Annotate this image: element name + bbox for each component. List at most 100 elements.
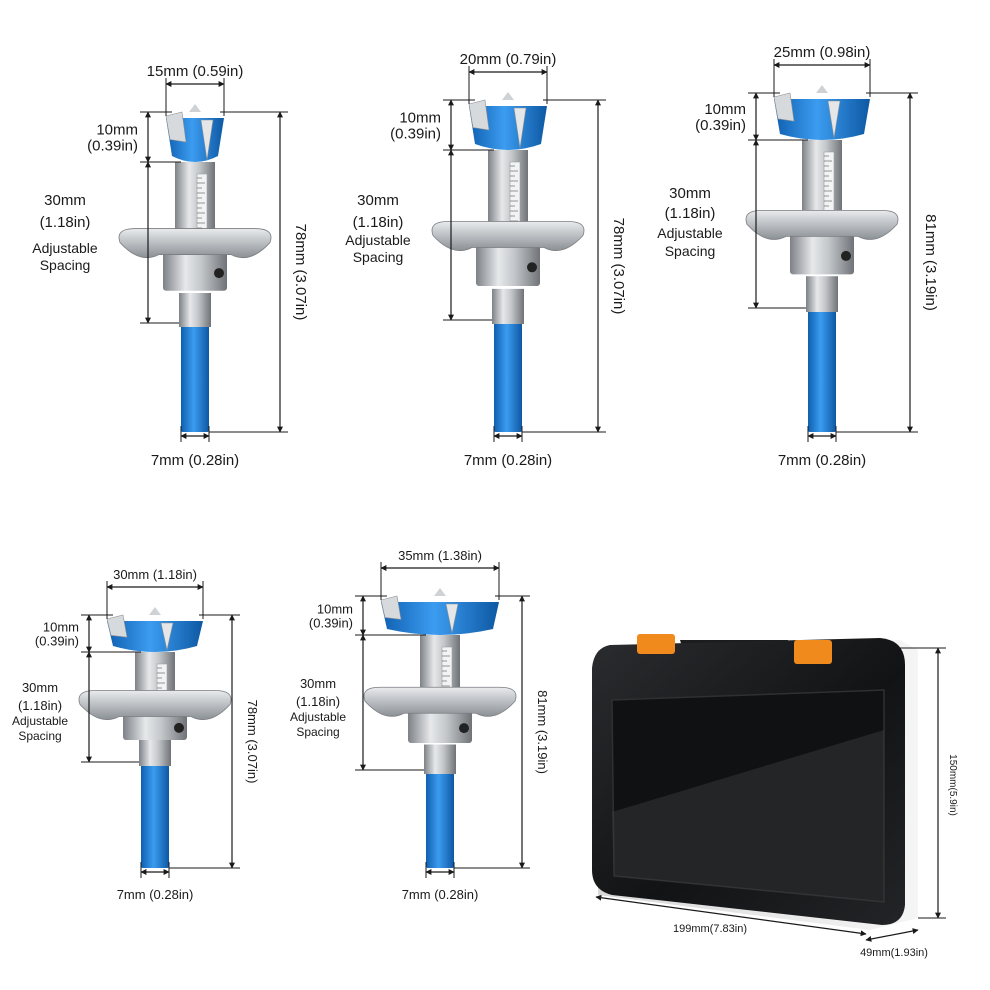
spacing-mm-label: 30mm [669,185,711,202]
shank [141,762,169,868]
depth-collar [163,250,227,291]
depth-stop-wing [431,221,585,251]
spacing-in-label: (1.18in) [353,214,404,231]
head-height-in-label: (0.39in) [309,616,353,631]
drill-bit-2: 20mm (0.79in) 10mm(0.39in) 30mm (1.18in)Adj… [345,51,627,469]
lower-stem [179,293,211,327]
set-screw [841,250,851,261]
spacing-word-label: Spacing [40,257,91,273]
spacing-in-label: (1.18in) [665,205,716,222]
drill-bit-1: 15mm (0.59in)10mm(0.39in)30mm(1.18in)Adj… [32,63,309,469]
right-latch [794,640,832,664]
total-length-label: 81mm (3.19in) [535,690,550,774]
spacing-word-label: Spacing [296,725,339,739]
center-point [434,588,446,596]
spacing-in-label: (1.18in) [18,698,62,713]
set-screw [527,262,537,273]
carbide-blade [468,99,490,131]
depth-collar [408,709,472,743]
diameter-label: 30mm (1.18in) [113,567,197,582]
head-height-mm-label: 10mm [399,110,441,127]
depth-collar [790,232,854,275]
depth-stop-wing [118,228,272,258]
set-screw [459,723,469,734]
case-width-label: 199mm(7.83in) [673,923,747,935]
spacing-adjustable-label: Adjustable [657,225,723,241]
cutter-head [107,621,203,652]
case-dimensions: 150mm(5.9in) 199mm(7.83in) 49mm(1.93in) [595,647,958,959]
spacing-adjustable-label: Adjustable [345,232,411,248]
spacing-adjustable-label: Adjustable [32,240,98,256]
center-spur [160,622,174,651]
shank [494,320,522,432]
lower-stem [139,738,171,766]
spacing-adjustable-label: Adjustable [290,710,346,724]
total-length-label: 78mm (3.07in) [610,218,627,315]
set-screw [174,722,184,733]
spacing-in-label: (1.18in) [296,694,340,709]
depth-collar [476,243,540,286]
spacing-adjustable-label: Adjustable [12,714,68,728]
carbide-blade [773,92,795,122]
depth-stop-wing [78,690,232,720]
head-height-mm-label: 10mm [317,602,353,617]
center-point [149,607,161,615]
cutter-head [774,99,870,140]
shank-label: 7mm (0.28in) [402,887,479,902]
center-spur [200,119,214,161]
lid-reflection [612,730,884,902]
center-point [189,104,201,112]
cutter-head [469,106,547,150]
dimensions-bit-3: 25mm (0.98in)10mm(0.39in)30mm(1.18in)Adj… [657,44,939,469]
center-spur [445,603,459,634]
diameter-label: 15mm (0.59in) [147,63,244,80]
head-height-in-label: (0.39in) [390,126,441,143]
storage-case-group: 150mm(5.9in) 199mm(7.83in) 49mm(1.93in) [592,634,958,959]
case-height-label: 150mm(5.9in) [947,754,958,816]
drill-bit-5: 35mm (1.38in) 10mm(0.39in) 30mm (1.18in)Adj… [290,548,550,902]
left-latch [637,634,675,654]
head-height-mm-label: 10mm [43,620,79,635]
diameter-label: 25mm (0.98in) [774,44,871,61]
dimensions-bit-2: 20mm (0.79in) 10mm(0.39in) 30mm (1.18in)Adj… [345,51,627,469]
depth-stop-wing [745,210,899,240]
shank-label: 7mm (0.28in) [778,452,866,469]
carbide-blade [380,595,402,620]
cutter-head [381,602,499,635]
lower-stem [424,744,456,774]
spacing-word-label: Spacing [18,729,61,743]
carbide-blade [165,111,187,143]
head-height-in-label: (0.39in) [35,634,79,649]
diameter-label: 20mm (0.79in) [460,51,557,68]
drill-bit-4: 30mm (1.18in) 10mm(0.39in) 30mm (1.18in)Adj… [12,567,260,902]
shank-label: 7mm (0.28in) [117,887,194,902]
head-height-mm-label: 10mm [96,122,138,139]
head-height-in-label: (0.39in) [87,138,138,155]
center-spur [513,107,527,149]
lower-stem [492,288,524,324]
dimensions-bit-4: 30mm (1.18in) 10mm(0.39in) 30mm (1.18in)Adj… [12,567,260,902]
case-depth-label: 49mm(1.93in) [860,947,928,959]
spacing-word-label: Spacing [353,249,404,265]
case-width-dimension [595,894,867,937]
spacing-mm-label: 30mm [357,192,399,209]
shank-label: 7mm (0.28in) [464,452,552,469]
drill-bits-group: 15mm (0.59in)10mm(0.39in)30mm(1.18in)Adj… [12,44,939,902]
shank-label: 7mm (0.28in) [151,452,239,469]
shank [426,770,454,868]
depth-stop-wing [363,686,517,717]
total-length-label: 78mm (3.07in) [245,700,260,784]
depth-collar [123,712,187,740]
diameter-label: 35mm (1.38in) [398,548,482,563]
spacing-mm-label: 30mm [300,676,336,691]
dimensions-bit-5: 35mm (1.38in) 10mm(0.39in) 30mm (1.18in)Adj… [290,548,550,902]
total-length-label: 81mm (3.19in) [922,214,939,311]
dimensions-bit-1: 15mm (0.59in)10mm(0.39in)30mm(1.18in)Adj… [32,63,309,469]
center-point [502,92,514,100]
case-lid-panel [611,689,885,903]
spacing-mm-label: 30mm [22,680,58,695]
spacing-mm-label: 30mm [44,192,86,209]
center-spur [827,100,841,139]
spacing-word-label: Spacing [665,243,716,259]
